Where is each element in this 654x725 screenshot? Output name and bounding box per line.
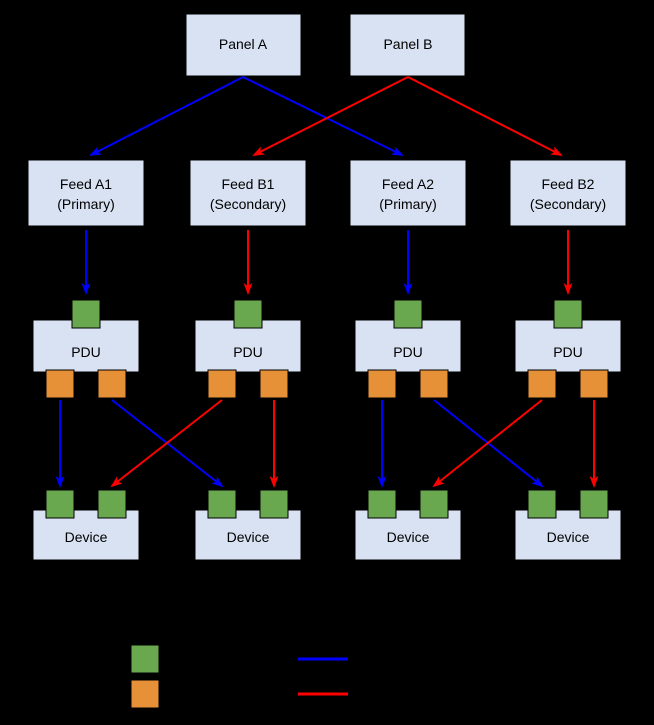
pdu-4-output-port-left (527, 369, 557, 399)
device-4-label: Device (547, 529, 590, 545)
device-4-input-port-left (527, 489, 557, 519)
device-4-input-port-right (579, 489, 609, 519)
panel-a-to-feed-a1-arrow (89, 76, 244, 156)
device-2-label: Device (227, 529, 270, 545)
pdu-1-output-port-left (45, 369, 75, 399)
device-3-label: Device (387, 529, 430, 545)
panel-a-node (185, 13, 302, 77)
device-1-label: Device (65, 529, 108, 545)
feed-a2-label-line1: Feed A2 (382, 176, 434, 192)
pdu-1-input-port (71, 299, 101, 329)
device-3-input-port-left (367, 489, 397, 519)
panel-a-label: Panel A (219, 36, 268, 52)
pdu-3-input-port (393, 299, 423, 329)
pdu-4-output-port-right (579, 369, 609, 399)
device-1-input-port-left (45, 489, 75, 519)
panel-b-to-feed-b2-arrow (407, 76, 563, 156)
pdu-2-input-port (233, 299, 263, 329)
feed-a2-label-line2: (Primary) (379, 196, 437, 212)
device-2-input-port-right (259, 489, 289, 519)
pdu-2-label: PDU (233, 344, 263, 360)
feed-b1-node (189, 159, 307, 227)
pdu-4-input-port (553, 299, 583, 329)
pdu-2-to-device-1-arrow (110, 399, 223, 488)
pdu-3-label: PDU (393, 344, 423, 360)
pdu-4-node (514, 319, 622, 373)
legend-output-port-orange-swatch (130, 679, 160, 709)
pdu-1-node (32, 319, 140, 373)
feed-b2-label-line2: (Secondary) (530, 196, 606, 212)
feed-b2-node (509, 159, 627, 227)
feed-b1-label-line2: (Secondary) (210, 196, 286, 212)
pdu-2-node (194, 319, 302, 373)
panel-b-node (349, 13, 466, 77)
panel-b-to-feed-b1-arrow (252, 76, 409, 156)
pdu-4-label: PDU (553, 344, 583, 360)
feed-a1-label-line1: Feed A1 (60, 176, 112, 192)
pdu-3-output-port-left (367, 369, 397, 399)
legend-input-port-green-swatch (130, 644, 160, 674)
feed-a2-node (349, 159, 467, 227)
feed-b1-label-line1: Feed B1 (222, 176, 275, 192)
pdu-3-node (354, 319, 462, 373)
feed-a1-node (27, 159, 145, 227)
panel-a-to-feed-a2-arrow (242, 76, 404, 156)
panel-b-label: Panel B (383, 36, 432, 52)
pdu-1-output-port-right (97, 369, 127, 399)
feed-a1-label-line2: (Primary) (57, 196, 115, 212)
pdu-3-output-port-right (419, 369, 449, 399)
pdu-2-output-port-left (207, 369, 237, 399)
device-3-input-port-right (419, 489, 449, 519)
feed-b2-label-line1: Feed B2 (542, 176, 595, 192)
device-2-input-port-left (207, 489, 237, 519)
pdu-4-to-device-3-arrow (432, 399, 543, 488)
pdu-2-output-port-right (259, 369, 289, 399)
device-1-input-port-right (97, 489, 127, 519)
pdu-1-label: PDU (71, 344, 101, 360)
